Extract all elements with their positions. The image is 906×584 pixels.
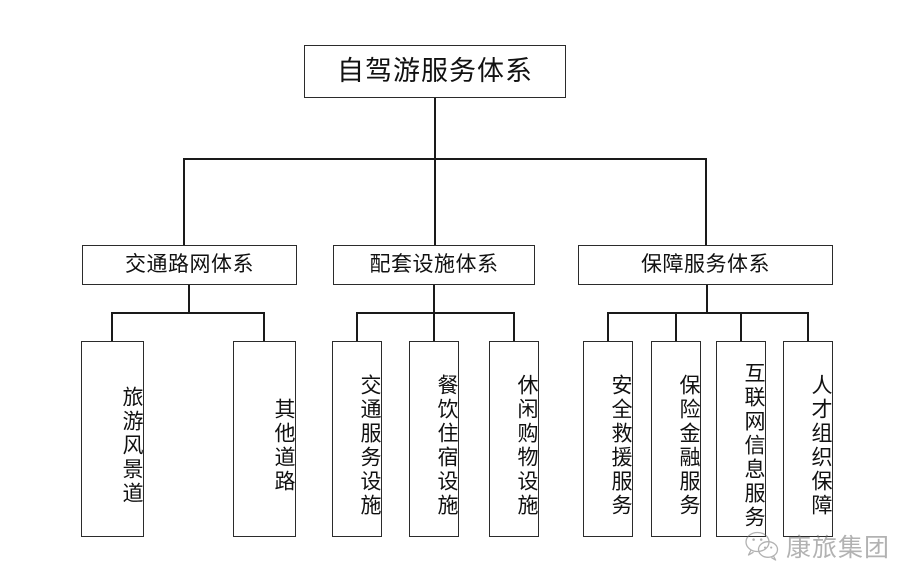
node-group-1[interactable]: 交通路网体系 — [82, 245, 297, 285]
node-leaf-8-label: 互联网信息服务 — [742, 362, 766, 530]
node-leaf-7[interactable]: 保险金融服务 — [651, 341, 701, 537]
connector-root-drop-1 — [183, 158, 185, 245]
node-leaf-2-label: 其他道路 — [272, 398, 296, 494]
connector-g3-stem — [706, 285, 708, 313]
connector-g2-drop-1 — [356, 312, 358, 341]
node-leaf-4[interactable]: 餐饮住宿设施 — [409, 341, 459, 537]
connector-g3-drop-4 — [807, 312, 809, 341]
connector-root-drop-3 — [705, 158, 707, 245]
connector-g2-drop-3 — [513, 312, 515, 341]
node-leaf-5[interactable]: 休闲购物设施 — [489, 341, 539, 537]
node-leaf-6-label: 安全救援服务 — [609, 374, 633, 518]
node-leaf-3[interactable]: 交通服务设施 — [332, 341, 382, 537]
connector-g2-bus — [356, 312, 514, 314]
connector-g3-drop-1 — [607, 312, 609, 341]
node-leaf-9-label: 人才组织保障 — [809, 374, 833, 518]
connector-g3-bus — [607, 312, 808, 314]
node-leaf-1-label: 旅游风景道 — [120, 386, 144, 506]
node-group-1-label: 交通路网体系 — [125, 252, 254, 277]
connector-g3-drop-2 — [675, 312, 677, 341]
connector-g1-stem — [188, 285, 190, 313]
node-leaf-2[interactable]: 其他道路 — [233, 341, 296, 537]
connector-root-stem — [434, 98, 436, 159]
connector-g1-drop-2 — [263, 312, 265, 341]
node-leaf-9[interactable]: 人才组织保障 — [783, 341, 833, 537]
node-root[interactable]: 自驾游服务体系 — [304, 45, 566, 98]
node-leaf-3-label: 交通服务设施 — [358, 374, 382, 518]
node-leaf-1[interactable]: 旅游风景道 — [81, 341, 144, 537]
connector-g1-drop-1 — [111, 312, 113, 341]
node-leaf-8[interactable]: 互联网信息服务 — [716, 341, 766, 537]
connector-g2-drop-2 — [433, 312, 435, 341]
node-group-2-label: 配套设施体系 — [369, 252, 499, 277]
node-leaf-7-label: 保险金融服务 — [677, 374, 701, 518]
node-leaf-6[interactable]: 安全救援服务 — [583, 341, 633, 537]
connector-root-bus — [183, 158, 706, 160]
connector-g1-bus — [111, 312, 265, 314]
node-leaf-5-label: 休闲购物设施 — [515, 374, 539, 518]
connector-g2-stem — [433, 285, 435, 313]
node-group-3-label: 保障服务体系 — [641, 252, 770, 277]
connector-g3-drop-3 — [740, 312, 742, 341]
node-leaf-4-label: 餐饮住宿设施 — [435, 374, 459, 518]
node-group-2[interactable]: 配套设施体系 — [333, 245, 535, 285]
connector-root-drop-2 — [434, 158, 436, 245]
node-group-3[interactable]: 保障服务体系 — [578, 245, 833, 285]
node-root-label: 自驾游服务体系 — [337, 56, 533, 87]
